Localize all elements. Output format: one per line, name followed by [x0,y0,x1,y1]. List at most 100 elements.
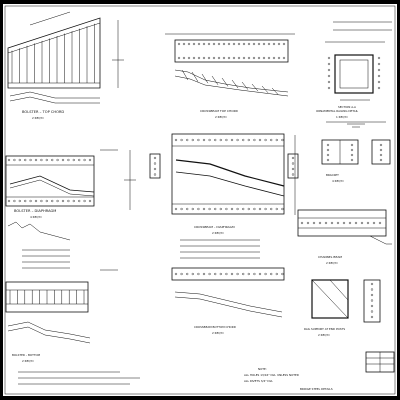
rivet-hole [370,304,374,308]
rivet-hole [275,272,278,276]
rivet-hole [180,138,183,142]
rivet-hole [377,62,381,66]
drawing-line [261,85,269,93]
rivet-hole [88,158,92,162]
rivet-hole [282,42,286,46]
rivet-hole [18,158,21,162]
rivet-hole [327,80,331,84]
rivet-hole [56,199,59,203]
rivet-hole [13,199,16,203]
bottom-left-caption: 2 REQ'D [22,359,34,363]
rail-support-caption: 2 REQ'D [318,333,330,337]
rivet-hole [264,207,267,211]
rivet-hole [330,221,334,225]
rivet-hole [372,221,376,225]
rivet-hole [191,207,194,211]
rivet-hole [326,153,330,157]
rivet-hole [219,272,222,276]
rivet-hole [225,207,228,211]
rivet-hole [275,138,278,142]
rivet-hole [258,272,262,276]
rivet-hole [197,138,200,142]
rivet-hole [282,56,286,60]
rivet-hole [327,74,331,78]
rivet-hole [242,42,246,46]
rivet-hole [327,68,331,72]
rivet-hole [377,86,381,90]
rivet-hole [88,199,92,203]
rivet-hole [78,158,81,162]
rivet-hole [214,138,217,142]
ornament-caption: 1 REQ'D [336,115,348,119]
rivet-hole [225,138,228,142]
rivet-hole [360,221,364,225]
rivet-hole [24,199,27,203]
rivet-hole [366,221,370,225]
rivet-hole [207,42,211,46]
bolster-top-caption: 2 REQ'D [32,116,44,120]
rivet-hole [327,62,331,66]
rivet-hole [222,56,226,60]
rivet-hole [377,74,381,78]
rivet-hole [242,138,245,142]
rivet-hole [270,272,273,276]
rivet-hole [51,199,54,203]
rivet-hole [153,167,157,171]
channel-title: CHANNEL BEAM [318,255,342,259]
rivet-hole [202,207,206,211]
rivet-hole [207,56,211,60]
rivet-hole [153,173,157,176]
rivet-hole [326,158,330,162]
top-plate-caption: 2 REQ'D [215,115,227,119]
view-top-plate: CROSSBEAM TOP CHORD 2 REQ'D [165,33,295,119]
rivet-hole [370,293,374,297]
rivet-hole [326,148,330,152]
rivet-hole [212,56,216,60]
view-box-section: SECTION A-A [325,21,392,109]
view-ornament: ORNAMENTAL RAILING DETAIL 1 REQ'D [316,109,386,128]
rivet-hole [350,153,354,157]
rivet-hole [45,158,48,162]
rivet-hole [222,42,226,46]
center-girder-title: CROSSBEAM – DIAPHRAGM [194,225,235,229]
rivet-hole [202,138,206,142]
rivet-hole [13,158,16,162]
rivet-hole [291,162,295,165]
rivet-hole [252,56,256,60]
drawing-line [181,69,189,81]
bolster-mid-title: BOLSTER – DIAPHRAGM [14,209,56,213]
rivet-hole [227,56,231,60]
rivet-hole [217,56,221,60]
rivet-hole [72,199,75,203]
rivet-hole [29,199,32,203]
channel-caption: 2 REQ'D [326,261,338,265]
notes-block: NOTE: ALL HOLES 13/16" DIA. UNLESS NOTED… [18,367,299,385]
view-bottom-left: BOLSTER – BOTTOM 2 REQ'D [5,281,91,363]
rivet-hole [236,272,239,276]
rivet-hole [197,42,201,46]
view-bottom-right: RAIL SUPPORT AT END POSTS 2 REQ'D [304,279,381,337]
bottom-left-title: BOLSTER – BOTTOM [12,353,41,357]
rivet-hole [300,221,304,225]
rivet-hole [192,56,196,60]
drawing-line [211,75,219,85]
bolster-mid-caption: 4 REQ'D [30,215,42,219]
view-lower-plate: CROSSBEAM BOTTOM CHORD 2 REQ'D [171,267,285,335]
rivet-hole [56,158,59,162]
rivet-hole [61,199,65,203]
rivet-hole [257,42,261,46]
rivet-hole [281,272,284,276]
rivet-hole [350,158,354,162]
rivet-hole [318,221,322,225]
rivet-hole [232,42,236,46]
rivet-hole [186,207,189,211]
rivet-hole [177,42,181,46]
rivet-hole [34,158,38,162]
rivet-hole [174,207,178,211]
drawing-line [221,77,229,87]
rivet-hole [202,272,206,276]
rivet-hole [182,56,186,60]
center-girder-caption: 2 REQ'D [212,231,224,235]
rivet-hole [281,207,284,211]
